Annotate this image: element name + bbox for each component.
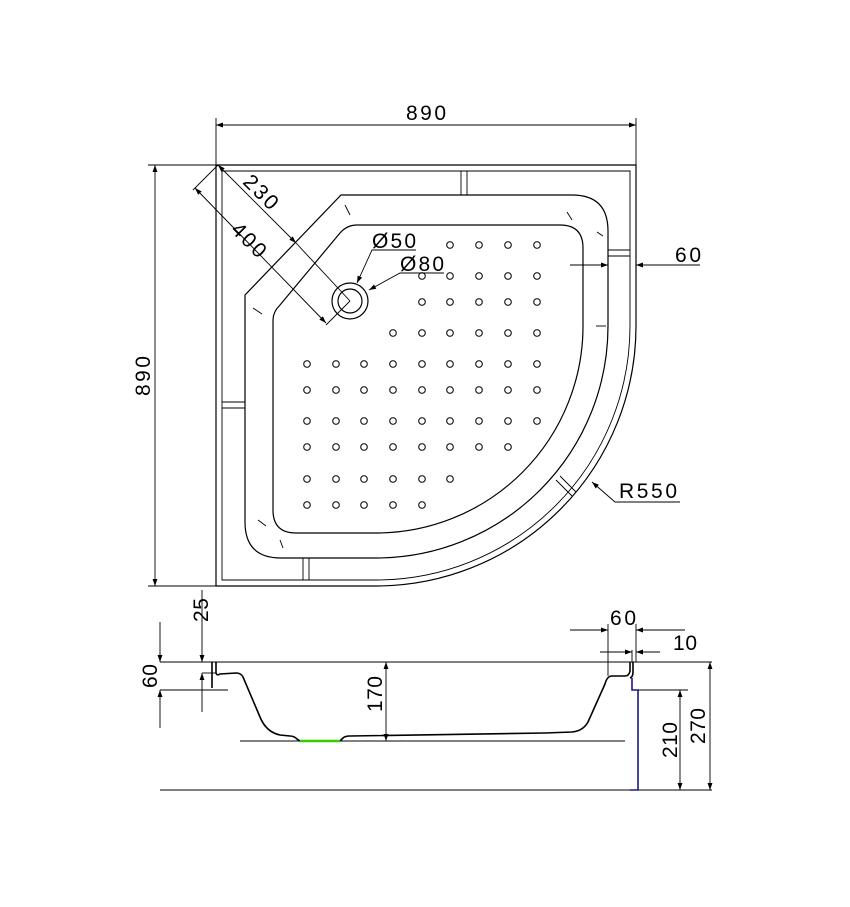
anti-slip-dot bbox=[418, 443, 426, 451]
tray-apron bbox=[630, 678, 639, 791]
anti-slip-dot bbox=[504, 272, 512, 280]
anti-slip-dot bbox=[446, 475, 454, 483]
anti-slip-dot bbox=[504, 386, 512, 394]
rim-width-label: 60 bbox=[675, 244, 701, 267]
corner-to-edge-label: 400 bbox=[226, 218, 271, 263]
drain-outer-ring bbox=[331, 282, 369, 320]
anti-slip-dot bbox=[332, 443, 340, 451]
anti-slip-dot bbox=[389, 501, 397, 509]
anti-slip-dot bbox=[533, 386, 541, 394]
tray-section-profile bbox=[211, 662, 634, 742]
apron-height-label: 210 bbox=[659, 722, 682, 758]
anti-slip-dot bbox=[504, 298, 512, 306]
anti-slip-dot bbox=[389, 417, 397, 425]
anti-slip-dot bbox=[504, 360, 512, 368]
anti-slip-dot bbox=[389, 475, 397, 483]
anti-slip-dot bbox=[418, 298, 426, 306]
anti-slip-dot bbox=[446, 386, 454, 394]
tray-rim-outline bbox=[244, 194, 609, 559]
anti-slip-dot bbox=[332, 501, 340, 509]
tray-outer-inner-line bbox=[221, 170, 631, 581]
anti-slip-dot bbox=[303, 360, 311, 368]
plan-view: 890 890 230 400 Ø50 Ø80 60 R550 bbox=[132, 102, 701, 587]
anti-slip-dot bbox=[504, 417, 512, 425]
anti-slip-dot bbox=[475, 329, 483, 337]
anti-slip-dot bbox=[475, 386, 483, 394]
plan-dimensions: 890 890 230 400 Ø50 Ø80 60 R550 bbox=[132, 102, 701, 587]
anti-slip-dot bbox=[303, 475, 311, 483]
anti-slip-dot bbox=[360, 386, 368, 394]
anti-slip-dot bbox=[504, 241, 512, 249]
rim-offset-label: 25 bbox=[190, 598, 213, 622]
anti-slip-dot bbox=[360, 443, 368, 451]
anti-slip-dot bbox=[446, 443, 454, 451]
anti-slip-dot bbox=[475, 360, 483, 368]
anti-slip-dot bbox=[446, 241, 454, 249]
anti-slip-dot bbox=[332, 360, 340, 368]
anti-slip-dot bbox=[389, 360, 397, 368]
anti-slip-dot bbox=[332, 475, 340, 483]
corner-to-drain-label: 230 bbox=[238, 170, 283, 215]
anti-slip-dot bbox=[446, 360, 454, 368]
anti-slip-dot bbox=[303, 386, 311, 394]
depth-dimension-label: 890 bbox=[132, 356, 155, 396]
anti-slip-dot bbox=[360, 417, 368, 425]
anti-slip-dot bbox=[303, 443, 311, 451]
anti-slip-dot bbox=[332, 417, 340, 425]
anti-slip-dot bbox=[446, 298, 454, 306]
anti-slip-dot bbox=[360, 501, 368, 509]
drain-inner-diameter-label: Ø50 bbox=[372, 230, 416, 253]
anti-slip-dot bbox=[418, 417, 426, 425]
radius-label: R550 bbox=[619, 480, 677, 503]
total-height-label: 270 bbox=[687, 708, 710, 744]
anti-slip-dot bbox=[533, 241, 541, 249]
anti-slip-dot bbox=[475, 417, 483, 425]
section-view: 60 25 170 60 10 210 270 bbox=[139, 590, 713, 791]
anti-slip-dot bbox=[504, 443, 512, 451]
anti-slip-dot bbox=[360, 360, 368, 368]
anti-slip-dot bbox=[504, 329, 512, 337]
width-dimension-label: 890 bbox=[406, 102, 446, 125]
rim-support-marks bbox=[222, 171, 630, 580]
anti-slip-dot bbox=[332, 386, 340, 394]
anti-slip-dot bbox=[389, 386, 397, 394]
anti-slip-dot bbox=[475, 443, 483, 451]
drain-outer-diameter-label: Ø80 bbox=[400, 253, 444, 276]
anti-slip-dot bbox=[303, 417, 311, 425]
anti-slip-dots bbox=[303, 241, 541, 509]
basin-depth-label: 170 bbox=[364, 676, 387, 712]
anti-slip-dot bbox=[303, 501, 311, 509]
drain-inner-ring bbox=[337, 288, 363, 314]
anti-slip-dot bbox=[360, 475, 368, 483]
lip-width-label: 10 bbox=[673, 632, 697, 655]
anti-slip-dot bbox=[533, 360, 541, 368]
anti-slip-dot bbox=[418, 475, 426, 483]
rim-height-label: 60 bbox=[139, 664, 162, 688]
anti-slip-dot bbox=[418, 501, 426, 509]
section-dimensions: 60 25 170 60 10 210 270 bbox=[139, 590, 713, 790]
tray-outer-outline bbox=[215, 164, 637, 587]
anti-slip-dot bbox=[418, 360, 426, 368]
anti-slip-dot bbox=[533, 329, 541, 337]
anti-slip-dot bbox=[389, 443, 397, 451]
anti-slip-dot bbox=[475, 298, 483, 306]
anti-slip-dot bbox=[446, 329, 454, 337]
anti-slip-dot bbox=[446, 272, 454, 280]
anti-slip-dot bbox=[418, 386, 426, 394]
anti-slip-dot bbox=[533, 272, 541, 280]
anti-slip-dot bbox=[446, 417, 454, 425]
right-rim-width-label: 60 bbox=[610, 607, 636, 630]
anti-slip-dot bbox=[389, 329, 397, 337]
anti-slip-dot bbox=[533, 298, 541, 306]
anti-slip-dot bbox=[475, 241, 483, 249]
anti-slip-dot bbox=[418, 329, 426, 337]
anti-slip-dot bbox=[475, 272, 483, 280]
anti-slip-dot bbox=[533, 417, 541, 425]
